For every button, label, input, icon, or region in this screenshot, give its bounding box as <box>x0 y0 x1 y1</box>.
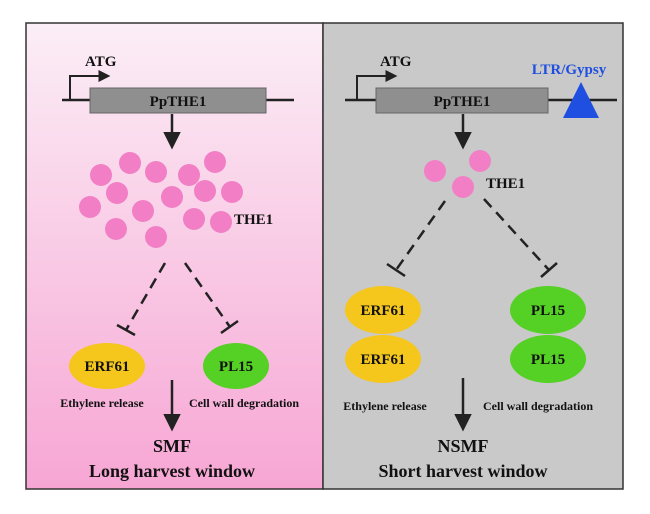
protein-dot <box>194 180 216 202</box>
protein-dot <box>161 186 183 208</box>
right-pl15-label-bottom: PL15 <box>531 352 565 368</box>
right-the1-label: THE1 <box>486 176 525 192</box>
left-inhibit-erf-bar <box>116 323 136 337</box>
right-atg-label: ATG <box>380 54 412 70</box>
protein-dot <box>145 226 167 248</box>
right-inhibit-pl-line <box>483 198 550 271</box>
right-gene-box <box>375 87 549 114</box>
left-gene-box <box>89 87 267 114</box>
protein-dot <box>452 176 474 198</box>
right-erf61-oval-bottom <box>345 335 421 383</box>
left-pl15-label: PL15 <box>219 359 253 375</box>
protein-dot <box>106 182 128 204</box>
left-harvest-label: Long harvest window <box>89 461 255 481</box>
left-promoter-arrow <box>69 70 111 100</box>
right-ethylene-caption: Ethylene release <box>343 399 427 413</box>
left-pl15-oval <box>203 343 269 389</box>
left-the1-protein-cluster <box>79 151 243 248</box>
left-ethylene-caption: Ethylene release <box>60 396 144 410</box>
left-erf61-label: ERF61 <box>85 359 130 375</box>
protein-dot <box>210 211 232 233</box>
protein-dot <box>204 151 226 173</box>
right-inhibit-erf-line <box>394 200 447 271</box>
ltr-gypsy-insertion-triangle <box>563 82 599 118</box>
right-nsmf-label: NSMF <box>438 436 489 456</box>
protein-dot <box>469 150 491 172</box>
protein-dot <box>178 164 200 186</box>
left-inhibit-pl-line <box>183 262 232 328</box>
left-the1-label: THE1 <box>234 212 273 228</box>
right-pl15-oval-bottom <box>510 335 586 383</box>
protein-dot <box>79 196 101 218</box>
left-inhibit-erf-line <box>124 262 167 331</box>
left-inhibit-pl-bar <box>220 319 239 335</box>
right-erf61-label-bottom: ERF61 <box>361 352 406 368</box>
protein-dot <box>132 200 154 222</box>
protein-dot <box>145 161 167 183</box>
protein-dot <box>183 208 205 230</box>
right-the1-protein-cluster <box>424 150 491 198</box>
right-gene-label: PpTHE1 <box>434 94 491 110</box>
protein-dot <box>105 218 127 240</box>
right-pl15-oval-top <box>510 286 586 334</box>
left-gene-locus: PpTHE1 ATG <box>62 54 294 114</box>
right-inhibit-pl-bar <box>540 262 558 278</box>
right-cellwall-caption: Cell wall degradation <box>483 399 593 413</box>
right-pl15-label-top: PL15 <box>531 303 565 319</box>
left-atg-label: ATG <box>85 54 117 70</box>
protein-dot <box>119 152 141 174</box>
left-smf-label: SMF <box>153 436 191 456</box>
ltr-gypsy-label: LTR/Gypsy <box>532 62 607 78</box>
left-cellwall-caption: Cell wall degradation <box>189 396 299 410</box>
protein-dot <box>424 160 446 182</box>
right-erf61-oval-top <box>345 286 421 334</box>
protein-dot <box>221 181 243 203</box>
left-erf61-oval <box>69 343 145 389</box>
right-harvest-label: Short harvest window <box>378 461 547 481</box>
left-gene-label: PpTHE1 <box>150 94 207 110</box>
right-inhibit-erf-bar <box>386 262 406 278</box>
right-promoter-arrow <box>356 70 398 100</box>
right-erf61-label-top: ERF61 <box>361 303 406 319</box>
protein-dot <box>90 164 112 186</box>
right-gene-locus: PpTHE1 ATG LTR/Gypsy <box>345 54 617 118</box>
